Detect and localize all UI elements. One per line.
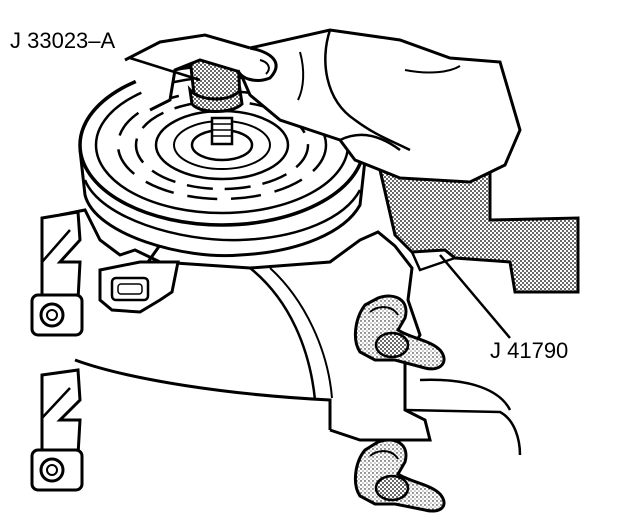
wing-nut-icon (353, 294, 446, 371)
holding-fixture-icon (378, 166, 580, 294)
callout-label-tool-a: J 33023–A (10, 28, 116, 53)
leader-line-tool-b (439, 254, 511, 339)
leader-line-tool-a (129, 56, 201, 82)
mounting-ear-upper (30, 210, 84, 337)
callout-label-tool-b: J 41790 (490, 338, 569, 363)
wing-nut-icon (353, 438, 446, 513)
hand-icon (124, 28, 522, 184)
mounting-ear-lower (30, 368, 84, 492)
electrical-connector-icon (98, 237, 180, 314)
compressor-body-icon (59, 208, 522, 456)
